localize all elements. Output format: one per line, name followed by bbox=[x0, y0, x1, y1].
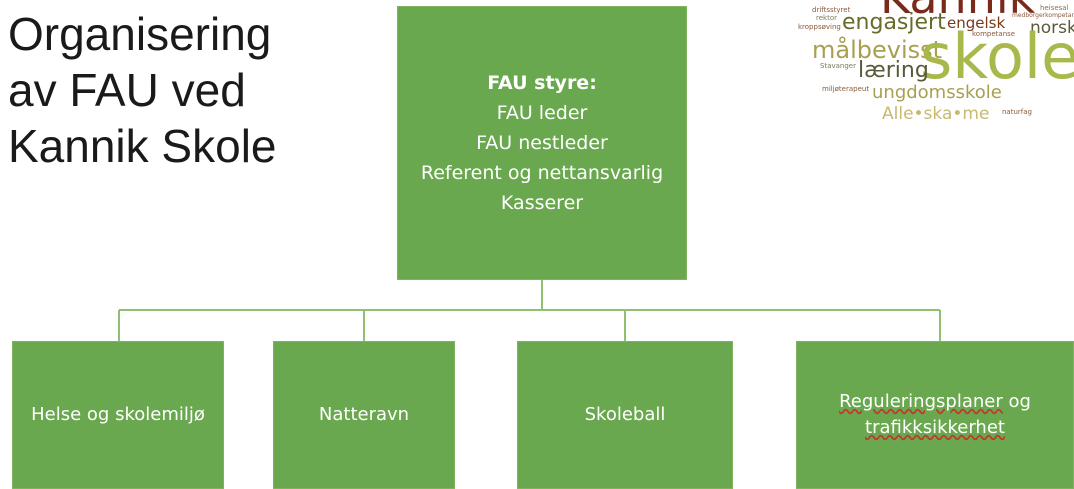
group-label-skoleball: Skoleball bbox=[584, 404, 666, 425]
board-role-secretary: Referent og nettansvarlig bbox=[420, 162, 664, 184]
page-title: Organisering av FAU ved Kannik Skole bbox=[8, 6, 277, 174]
group-box-natteravn: Natteravn bbox=[273, 341, 455, 489]
cloud-word-kompetanse: kompetanse bbox=[972, 30, 1016, 38]
cloud-word-stavanger: Stavanger bbox=[820, 62, 856, 70]
cloud-word-norsk: norsk bbox=[1030, 18, 1074, 38]
cloud-word-alleskame: Alle•ska•me bbox=[882, 104, 990, 124]
cloud-word-rektor: rektor bbox=[816, 14, 837, 22]
cloud-word-engelsk: engelsk bbox=[947, 14, 1006, 32]
group-box-helse: Helse og skolemiljø bbox=[12, 341, 224, 489]
title-line-3: Kannik Skole bbox=[8, 120, 277, 172]
title-line-1: Organisering bbox=[8, 8, 272, 60]
group-label-natteravn: Natteravn bbox=[318, 404, 410, 425]
cloud-word-medborger: medborgerkompetanse bbox=[1012, 12, 1074, 19]
cloud-word-skole: skole bbox=[920, 20, 1074, 93]
cloud-word-kannik: Kannik bbox=[880, 0, 1035, 24]
cloud-word-engasjert: engasjert bbox=[842, 10, 946, 35]
word-cloud-logo: Kannik heisesal driftsstyret medborgerko… bbox=[790, 0, 1074, 140]
cloud-word-driftsstyret: driftsstyret bbox=[812, 6, 851, 14]
cloud-word-kroppsoving: kroppsøving bbox=[798, 23, 841, 31]
board-role-leader: FAU leder bbox=[496, 102, 588, 124]
board-role-treasurer: Kasserer bbox=[500, 192, 584, 214]
group-label-regulering: Reguleringsplaner og trafikksikkerhet bbox=[839, 389, 1031, 441]
cloud-word-naturfag: naturfag bbox=[1002, 108, 1032, 116]
cloud-word-miljoterapeut: miljøterapeut bbox=[822, 85, 870, 93]
group-box-skoleball: Skoleball bbox=[517, 341, 733, 489]
group-box-regulering: Reguleringsplaner og trafikksikkerhet bbox=[796, 341, 1074, 489]
group-label-regulering-line2: trafikksikkerhet bbox=[865, 417, 1005, 438]
cloud-word-laering: læring bbox=[858, 58, 929, 83]
group-label-regulering-part2: og bbox=[1002, 391, 1031, 412]
fau-board-box: FAU styre: FAU leder FAU nestleder Refer… bbox=[397, 6, 687, 280]
cloud-word-malbevisst: målbevisst bbox=[812, 36, 943, 64]
board-role-deputy: FAU nestleder bbox=[476, 132, 608, 154]
cloud-word-heisesal: heisesal bbox=[1040, 4, 1069, 12]
cloud-word-ungdomsskole: ungdomsskole bbox=[872, 82, 1002, 103]
group-label-regulering-part1: Reguleringsplaner bbox=[839, 391, 1003, 412]
board-heading: FAU styre: bbox=[487, 72, 597, 94]
group-label-helse: Helse og skolemiljø bbox=[31, 404, 205, 425]
title-line-2: av FAU ved bbox=[8, 64, 246, 116]
